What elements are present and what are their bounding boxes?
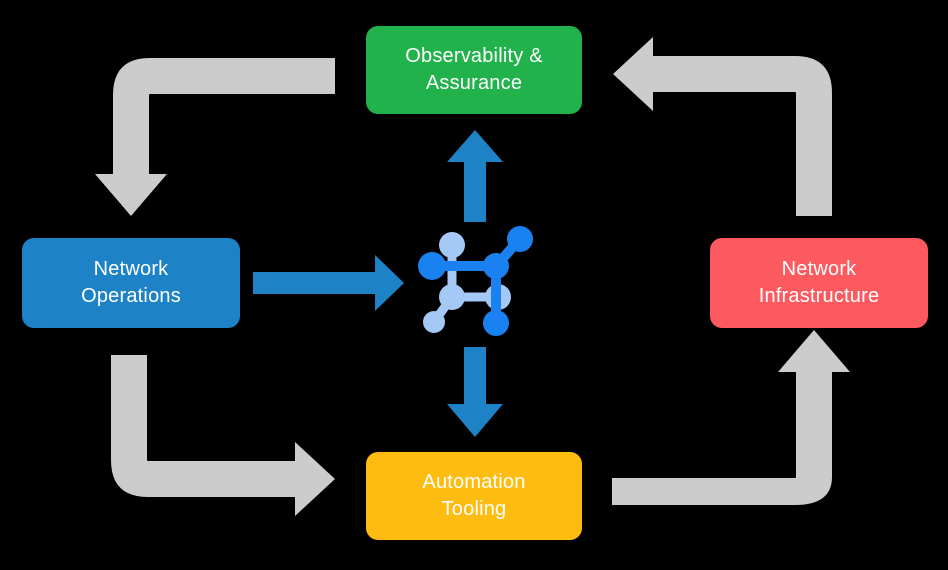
- node-observability-label: Observability & Assurance: [405, 45, 543, 94]
- node-network-operations[interactable]: Network Operations: [22, 238, 240, 328]
- gray-elbow-arrow-bottom-left: [111, 355, 335, 516]
- node-operations-label: Network Operations: [81, 258, 181, 307]
- blue-arrow-up: [447, 130, 503, 222]
- gray-elbow-arrow-top-right: [613, 37, 832, 216]
- network-icon-primary-nodes: [418, 226, 533, 336]
- node-automation-tooling[interactable]: Automation Tooling: [366, 452, 582, 540]
- node-infrastructure-label: Network Infrastructure: [758, 258, 880, 307]
- network-icon-light-links: [429, 240, 500, 327]
- node-network-infrastructure[interactable]: Network Infrastructure: [710, 238, 928, 328]
- blue-arrow-right: [253, 255, 404, 311]
- gray-elbow-arrow-bottom-right: [612, 330, 850, 505]
- node-automation-label: Automation Tooling: [422, 471, 526, 520]
- blue-arrow-down: [447, 347, 503, 437]
- node-observability-assurance[interactable]: Observability & Assurance: [366, 26, 582, 114]
- gray-elbow-arrow-top-left: [95, 58, 335, 216]
